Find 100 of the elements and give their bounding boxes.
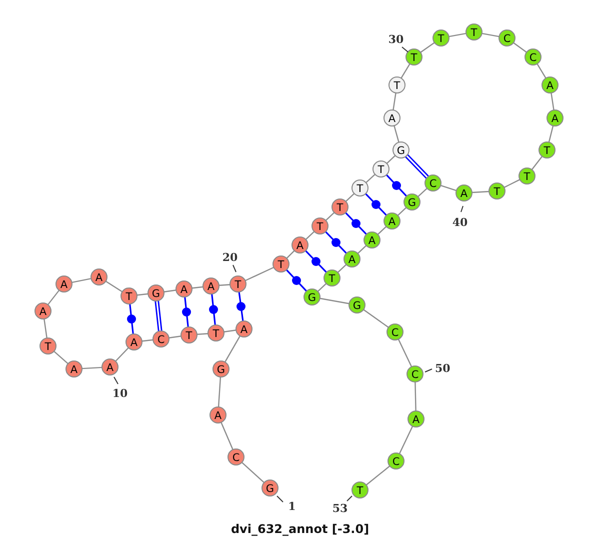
nucleotide-circle: G xyxy=(148,284,164,302)
nucleotide-circle: A xyxy=(542,76,558,94)
nucleotide-circle: T xyxy=(538,142,556,158)
nucleotide-circle: T xyxy=(372,160,390,178)
nucleotide-circle: T xyxy=(230,276,246,292)
nucleotide-circle: A xyxy=(384,110,400,126)
backbone-line xyxy=(414,382,416,412)
nucleotide-circle: T xyxy=(352,482,368,498)
nucleotide-circle: T xyxy=(518,168,536,184)
base-pair-line xyxy=(404,154,430,179)
backbone-line xyxy=(220,422,234,450)
base-pair-line xyxy=(182,296,191,328)
backbone-line xyxy=(320,298,350,304)
base-pair-line xyxy=(286,269,308,292)
backbone-line xyxy=(242,462,264,484)
nucleotide-circle: T xyxy=(488,182,506,200)
backbone-line xyxy=(115,347,129,362)
position-number: 40 xyxy=(452,206,468,229)
nucleotide-circle: T xyxy=(332,198,348,216)
nucleotide-circle: T xyxy=(180,326,198,344)
nucleotide-circle: C xyxy=(424,174,442,192)
backbone-line xyxy=(394,126,400,142)
nucleotide-circle: T xyxy=(208,324,224,342)
nucleotide-circle: A xyxy=(202,278,220,294)
base-pair-line xyxy=(345,212,367,235)
backbone-line xyxy=(472,190,490,194)
nucleotide-circle: A xyxy=(546,110,564,126)
base-pair-line xyxy=(127,304,136,334)
backbone-line xyxy=(192,286,204,289)
backbone-line xyxy=(82,366,102,370)
backbone-line xyxy=(286,250,295,259)
backbone-line xyxy=(224,330,236,332)
backbone-line xyxy=(392,92,396,110)
base-pair-line xyxy=(365,193,387,216)
backbone-line xyxy=(142,339,154,342)
base-pair-line xyxy=(325,231,347,254)
nucleotide-circle: A xyxy=(176,280,192,298)
nucleotide-circle: T xyxy=(406,48,422,66)
nucleotide-circle: A xyxy=(292,236,308,254)
nucleotide-circle: C xyxy=(228,448,244,466)
nucleotide-circle: A xyxy=(364,232,380,248)
nucleotide-circle: A xyxy=(210,406,226,424)
nucleotide-circle: C xyxy=(406,366,424,382)
backbone-line xyxy=(482,32,500,38)
nucleotide-circle: A xyxy=(344,250,360,268)
base-pair-line xyxy=(154,300,162,332)
backbone-line xyxy=(504,179,520,188)
base-pair-line xyxy=(386,174,408,197)
backbone-line xyxy=(366,174,376,184)
backbone-line xyxy=(218,284,230,286)
backbone-line xyxy=(418,188,428,198)
nucleotide-circle: A xyxy=(102,358,118,376)
position-number: 50 xyxy=(424,362,450,375)
backbone-line xyxy=(400,64,410,78)
backbone-line xyxy=(54,350,68,364)
backbone-line xyxy=(536,64,546,78)
backbone-line xyxy=(136,293,148,296)
nucleotide-circle: G xyxy=(212,360,230,378)
position-number: 20 xyxy=(222,251,238,272)
backbone-line xyxy=(440,184,457,192)
nucleotide-circle: A xyxy=(126,334,142,350)
nucleotide-circle: T xyxy=(324,270,340,286)
nucleotide-circle: C xyxy=(498,30,516,46)
caption: dvi_632_annot [-3.0] xyxy=(230,522,370,536)
backbone-line xyxy=(164,290,176,292)
backbone-line xyxy=(196,333,208,335)
backbone-line xyxy=(366,466,390,486)
nucleotide-circle: T xyxy=(388,76,406,94)
backbone-line xyxy=(513,42,527,53)
nucleotide-circle: G xyxy=(392,142,410,158)
nucleotide-circle: C xyxy=(152,330,170,348)
nucleotide-circle: A xyxy=(408,410,424,428)
nucleotide-circle: T xyxy=(312,218,328,234)
nucleotide-circle: C xyxy=(524,48,542,66)
backbone-line xyxy=(305,231,315,240)
backbone-line xyxy=(448,32,466,38)
nucleotide-circle: C xyxy=(386,324,404,340)
nucleotide-circle: G xyxy=(404,194,420,210)
nucleotide-circle: A xyxy=(384,212,400,230)
backbone-line xyxy=(47,290,60,306)
nucleotide-circle: G xyxy=(348,296,366,314)
backbone-line xyxy=(224,336,241,362)
nucleotide-circle: A xyxy=(90,268,108,286)
backbone-line xyxy=(397,207,407,216)
base-pair-line xyxy=(236,292,246,322)
backbone-line xyxy=(345,193,355,202)
backbone-line xyxy=(245,266,274,282)
backbone-line xyxy=(357,245,367,254)
nucleotide-circle: A xyxy=(56,276,72,292)
backbone-line xyxy=(550,92,554,110)
backbone-line xyxy=(398,426,414,454)
backbone-line xyxy=(377,226,387,235)
backbone-line xyxy=(105,280,123,292)
backbone-line xyxy=(168,336,182,338)
backbone-line xyxy=(72,278,92,284)
nucleotide-circle: T xyxy=(352,180,368,196)
backbone-line xyxy=(325,212,335,221)
backbone-line xyxy=(363,309,389,328)
nucleotide-circle: T xyxy=(120,288,138,304)
nucleotide-circle: T xyxy=(432,30,450,46)
